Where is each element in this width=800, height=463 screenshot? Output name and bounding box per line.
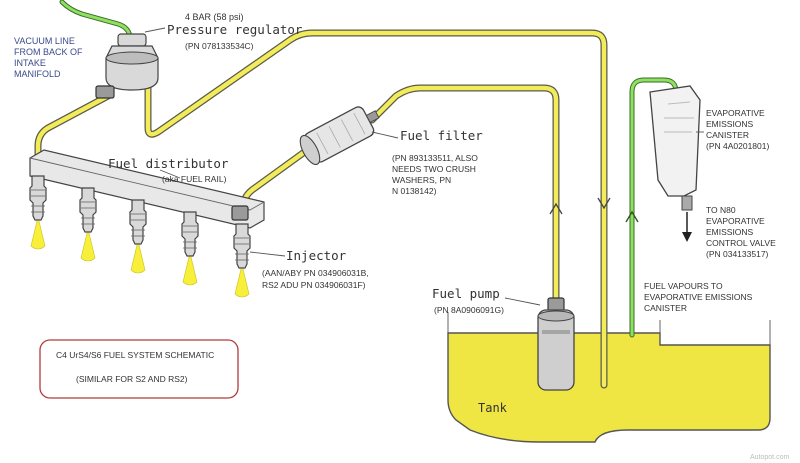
canister-outlet: [681, 195, 693, 211]
pressure-regulator-label: Pressure regulator: [167, 22, 303, 37]
fuel-pump: [537, 297, 575, 391]
supply-flow-arrow: [549, 202, 563, 215]
regulator-cap: [117, 33, 147, 47]
n80-valve-label: TO N80 EVAPORATIVE EMISSIONS CONTROL VAL…: [706, 205, 778, 259]
caption-subtitle: (SIMILAR FOR S2 AND RS2): [76, 374, 188, 384]
injector-body: [181, 211, 199, 257]
return-flow-arrow: [597, 197, 611, 210]
vacuum-line: [60, 0, 132, 38]
regulator-ring: [105, 51, 159, 65]
caption-title: C4 UrS4/S6 FUEL SYSTEM SCHEMATIC: [56, 350, 214, 360]
supply-line: [369, 85, 559, 303]
pump-top-ring: [537, 310, 575, 322]
filter-ribs: [316, 112, 366, 155]
rail-inlet-fitting: [231, 205, 249, 221]
regulator-fitting: [95, 85, 115, 99]
canister-ridges: [664, 101, 694, 133]
vacuum-line-group: [59, 0, 133, 39]
fuel-vapours-label: FUEL VAPOURS TO EVAPORATIVE EMISSIONS CA…: [644, 281, 755, 313]
fuel-filter: [299, 106, 380, 166]
distributor-leader: [159, 169, 181, 179]
vapour-flow-arrow: [625, 210, 639, 223]
vapour-line-group: [625, 77, 679, 338]
injector-body: [79, 187, 97, 233]
leader-lines: [144, 27, 704, 306]
pressure-regulator-pn: (PN 078133534C): [185, 41, 254, 51]
fuel-lines: [34, 29, 608, 389]
labels: VACUUM LINE FROM BACK OF INTAKE MANIFOLD…: [14, 12, 789, 461]
injector-body: [233, 223, 251, 269]
filter-end-cap: [299, 134, 321, 166]
tank-fuel-level: [447, 332, 771, 443]
vapour-line: [630, 78, 678, 337]
fuel-distributor-rail: [29, 149, 265, 229]
caption-border: [39, 339, 239, 399]
evaporative-canister: [649, 85, 701, 242]
fuel-pump-label: Fuel pump: [432, 286, 500, 301]
injectors: [29, 175, 251, 298]
fuel-pump-pn: (PN 8A0906091G): [434, 305, 504, 315]
pump-body: [537, 309, 575, 391]
canister-label: EVAPORATIVE EMISSIONS CANISTER (PN 4A020…: [706, 108, 769, 151]
caption-box: C4 UrS4/S6 FUEL SYSTEM SCHEMATIC (SIMILA…: [39, 339, 239, 399]
regulator-leader: [144, 27, 166, 33]
pressure-regulator: [95, 33, 159, 99]
injector-2: [79, 187, 97, 262]
fuel-spray-cone: [80, 232, 96, 262]
injector-5: [233, 223, 251, 298]
injector-body: [29, 175, 47, 221]
flow-arrows: [549, 197, 611, 215]
fuel-filter-note: (PN 893133511, ALSO NEEDS TWO CRUSH WASH…: [392, 153, 480, 196]
tank-walls: [447, 312, 771, 345]
return-line: [145, 30, 607, 388]
regulator-to-rail-line: [35, 93, 111, 165]
canister-body: [649, 85, 701, 197]
fuel-distributor-aka: (aka FUEL RAIL): [162, 174, 227, 184]
injector-3: [129, 199, 147, 274]
filter-leader: [371, 131, 399, 139]
pump-band: [542, 330, 570, 334]
n80-arrow-head: [682, 232, 692, 242]
fuel-tank: Tank: [447, 312, 771, 443]
injector-pn: (AAN/ABY PN 034906031B, RS2 ADU PN 03490…: [262, 268, 371, 290]
fuel-spray-cone: [30, 220, 46, 250]
injector-label: Injector: [286, 248, 347, 263]
fuel-spray-cone: [234, 268, 250, 298]
injector-leader: [249, 251, 286, 257]
tank-label: Tank: [478, 401, 508, 415]
pump-leader: [504, 297, 541, 306]
vacuum-line-label: VACUUM LINE FROM BACK OF INTAKE MANIFOLD: [14, 36, 85, 79]
injector-4: [181, 211, 199, 286]
rail-body: [29, 149, 265, 229]
fuel-filter-label: Fuel filter: [400, 128, 483, 143]
fuel-spray-cone: [130, 244, 146, 274]
fuel-distributor-label: Fuel distributor: [108, 156, 229, 171]
injector-1: [29, 175, 47, 250]
rail-edge: [29, 157, 265, 211]
injector-body: [129, 199, 147, 245]
fuel-spray-cone: [182, 256, 198, 286]
filter-outlet: [365, 110, 380, 124]
pressure-value-label: 4 BAR (58 psi): [185, 12, 244, 22]
watermark: Autopot.com: [750, 454, 789, 461]
